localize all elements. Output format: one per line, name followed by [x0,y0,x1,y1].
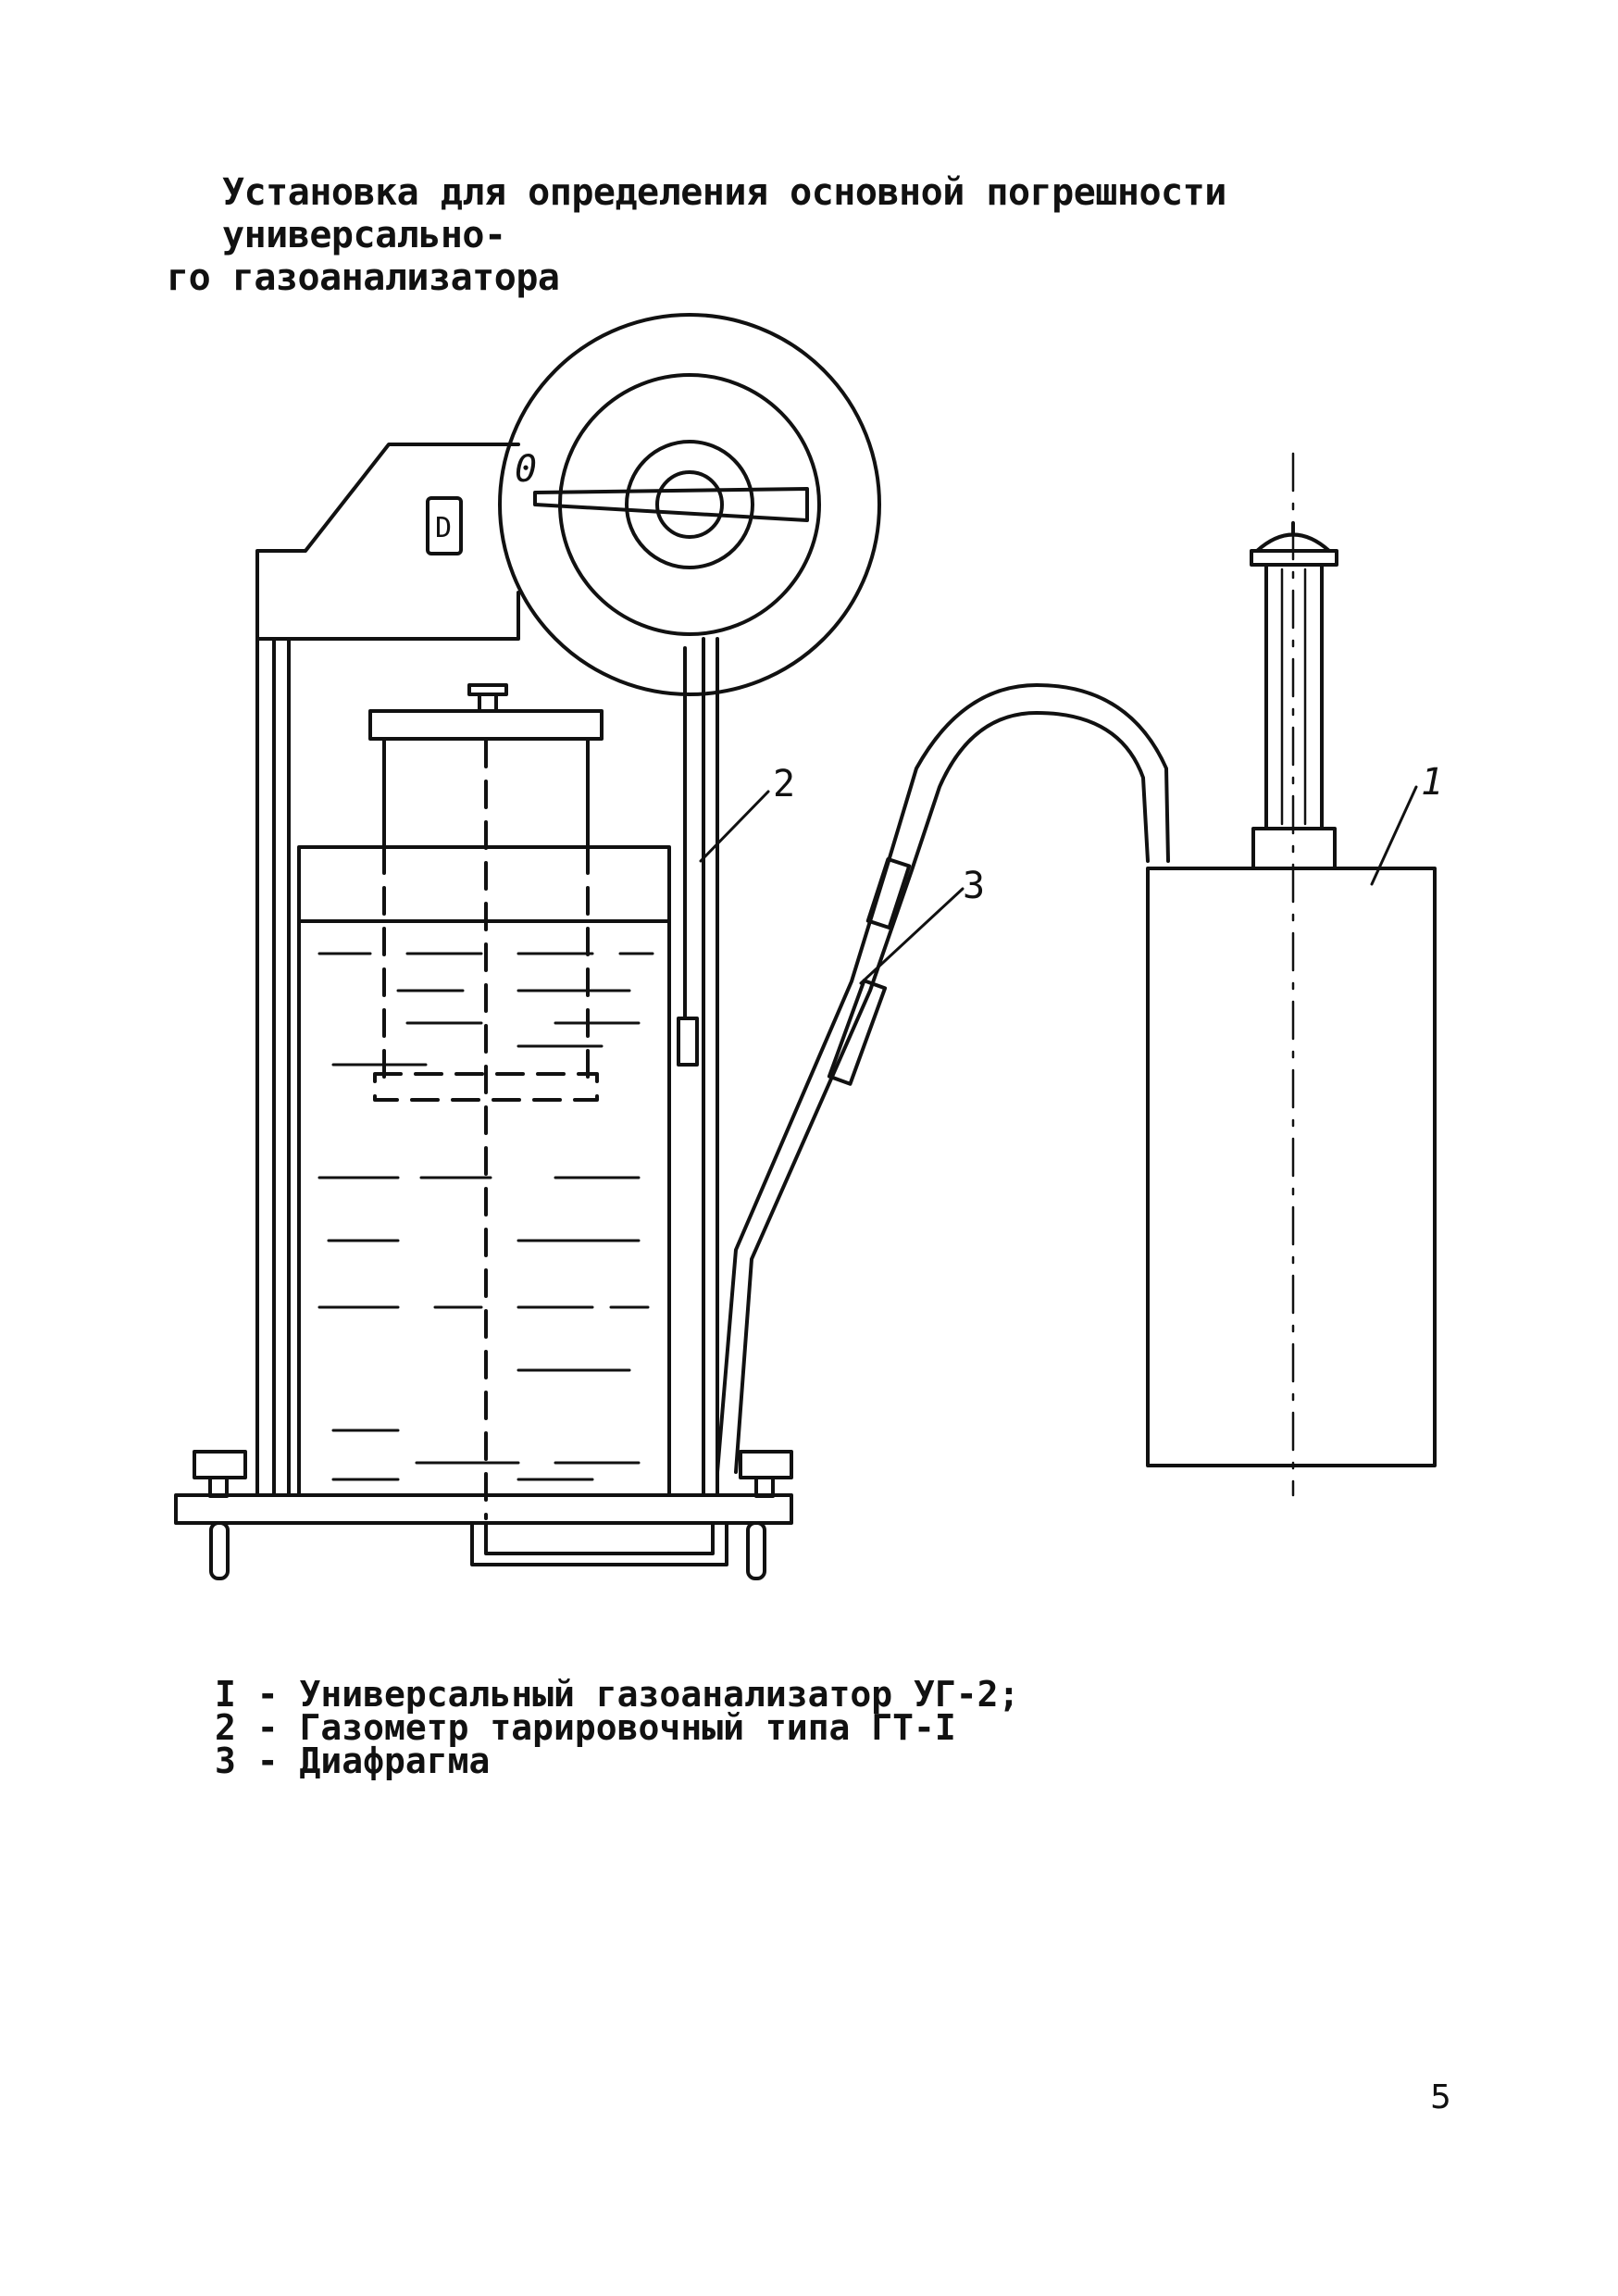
gas-analyzer-body [1146,867,1437,1467]
leveling-screw-left [193,1450,247,1479]
caption-title-line-1: Установка для определения основной погре… [222,171,1226,256]
dial-outer-ring [498,313,881,696]
callout-2-label: 2 [773,763,795,805]
legend-item: 3 - Диафрагма [215,1741,491,1781]
callout-1-label: 1 [1421,761,1443,804]
hose-sleeve-lower [827,979,888,1086]
panel-indicator-icon [426,496,463,555]
bell-top-cap [368,709,604,741]
dial-middle-ring [558,373,821,636]
base-plate [174,1493,793,1525]
caption-title: Установка для определения основной погре… [167,171,1481,299]
dial-inner-ring [625,440,754,569]
foot-left [209,1521,230,1580]
dial-pointer [533,487,809,522]
legend-item: I - Универсальный газоанализатор УГ-2; [215,1674,1020,1715]
caption-title-line-2: го газоанализатора [167,256,560,299]
hose-sleeve-upper [865,857,912,930]
panel-indicator-letter: D [435,512,452,544]
bell-submerged [373,739,599,1520]
water-hatching [317,952,654,1481]
figure-legend: I - Универсальный газоанализатор УГ-2; 2… [215,1674,1020,1781]
scale-rod-weight [677,1017,699,1067]
legend-item: 2 - Газометр тарировочный типа ГТ-I [215,1707,956,1748]
dial-zero-mark: 0 [515,448,537,491]
drain-pipe [470,1521,728,1566]
callout-3-leader [859,887,965,985]
dial-hub [655,470,724,539]
gasometer-housing [255,443,520,641]
callout-2-leader [699,790,770,863]
analyzer-pump-knob [1255,532,1331,553]
foot-right [746,1521,766,1580]
callout-3-label: 3 [963,865,985,907]
leveling-screw-right [739,1450,793,1479]
page-number: 5 [1430,2078,1451,2116]
connecting-hose [716,683,1170,1474]
